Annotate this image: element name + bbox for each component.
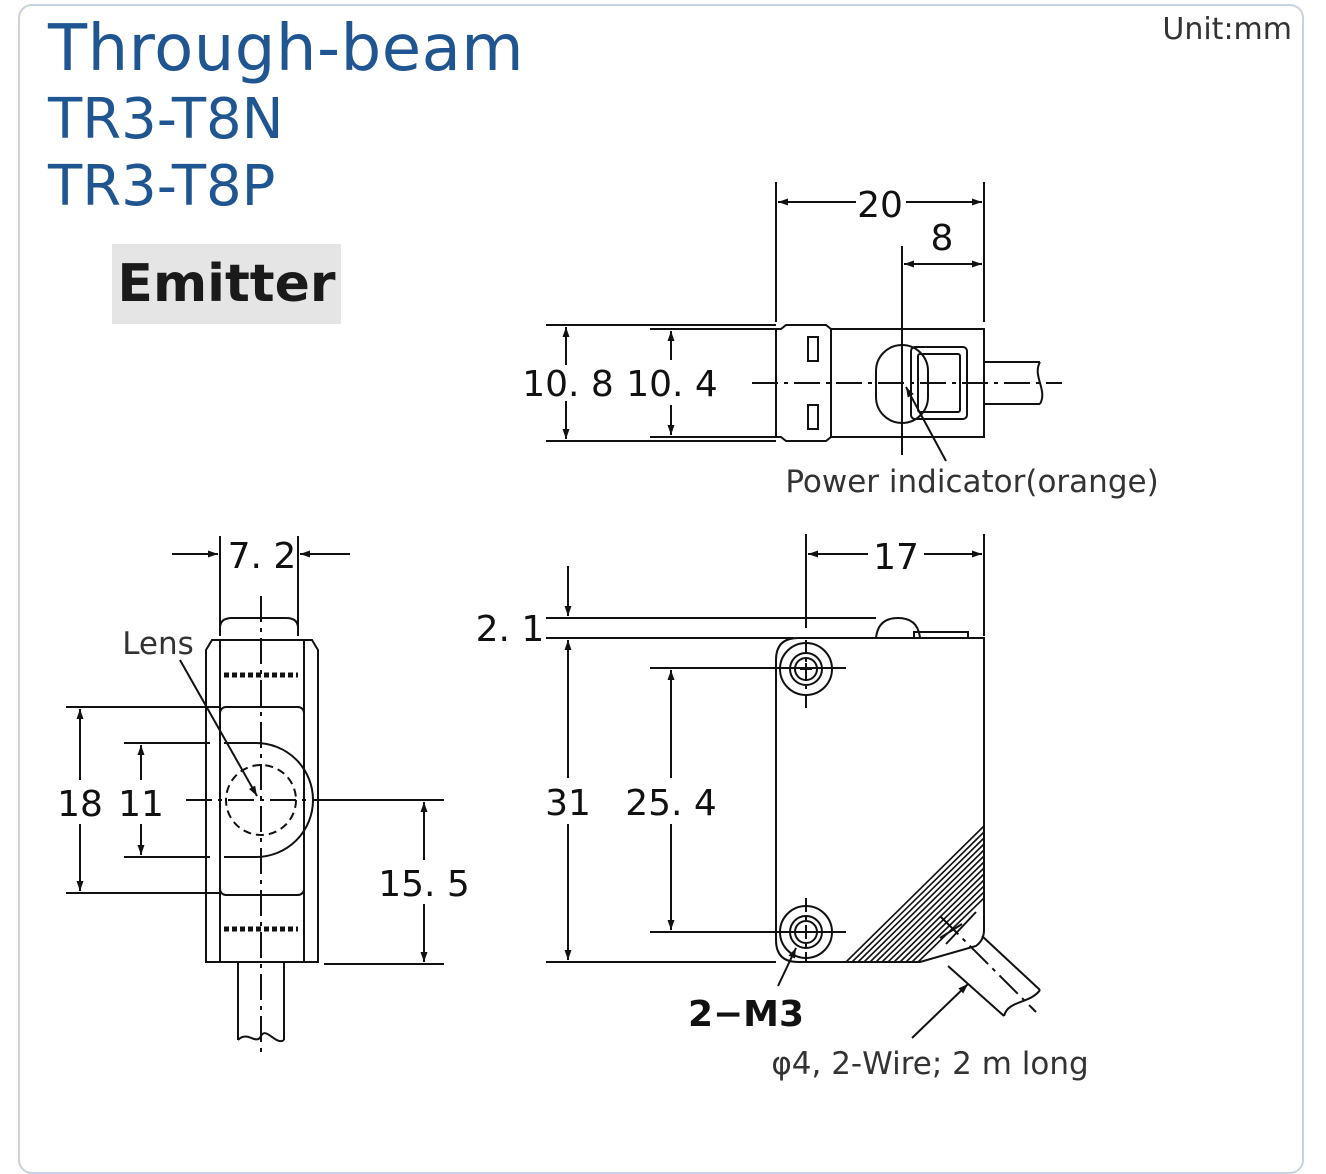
dim-front-lens-height: 15. 5 <box>378 864 470 905</box>
dim-front-height-outer: 18 <box>57 784 103 825</box>
dim-side-top-offset: 2. 1 <box>476 609 545 650</box>
dim-side-height: 31 <box>545 783 591 824</box>
dim-side-width: 17 <box>873 537 919 578</box>
side-view-labels: 17 2. 1 31 25. 4 2−M3 φ4, 2-Wire; 2 m lo… <box>476 537 1089 1082</box>
dim-top-width: 20 <box>857 185 903 226</box>
mounting-holes-label: 2−M3 <box>688 994 804 1035</box>
side-view <box>546 534 1041 1039</box>
top-view <box>546 182 1062 462</box>
unit-label: Unit:mm <box>1162 12 1292 47</box>
dim-front-width: 7. 2 <box>228 536 297 577</box>
model-name-pnp: TR3-T8P <box>48 154 276 219</box>
cable-spec-label: φ4, 2-Wire; 2 m long <box>771 1046 1088 1082</box>
front-view-labels: 7. 2 18 11 15. 5 Lens <box>57 536 470 905</box>
model-name-npn: TR3-T8N <box>48 87 284 152</box>
dim-top-height-inner: 10. 4 <box>626 364 718 405</box>
emitter-badge: Emitter <box>112 244 341 324</box>
dim-front-height-inner: 11 <box>118 784 164 825</box>
top-view-labels: 20 8 10. 8 10. 4 Power indicator(orange) <box>522 185 1158 500</box>
page-title: Through-beam <box>48 12 525 86</box>
dim-top-height-outer: 10. 8 <box>522 364 614 405</box>
lens-label: Lens <box>122 626 194 662</box>
dim-side-hole-pitch: 25. 4 <box>625 783 717 824</box>
front-view <box>66 536 444 1058</box>
power-indicator-label: Power indicator(orange) <box>785 464 1158 500</box>
dim-top-indicator: 8 <box>931 218 954 259</box>
